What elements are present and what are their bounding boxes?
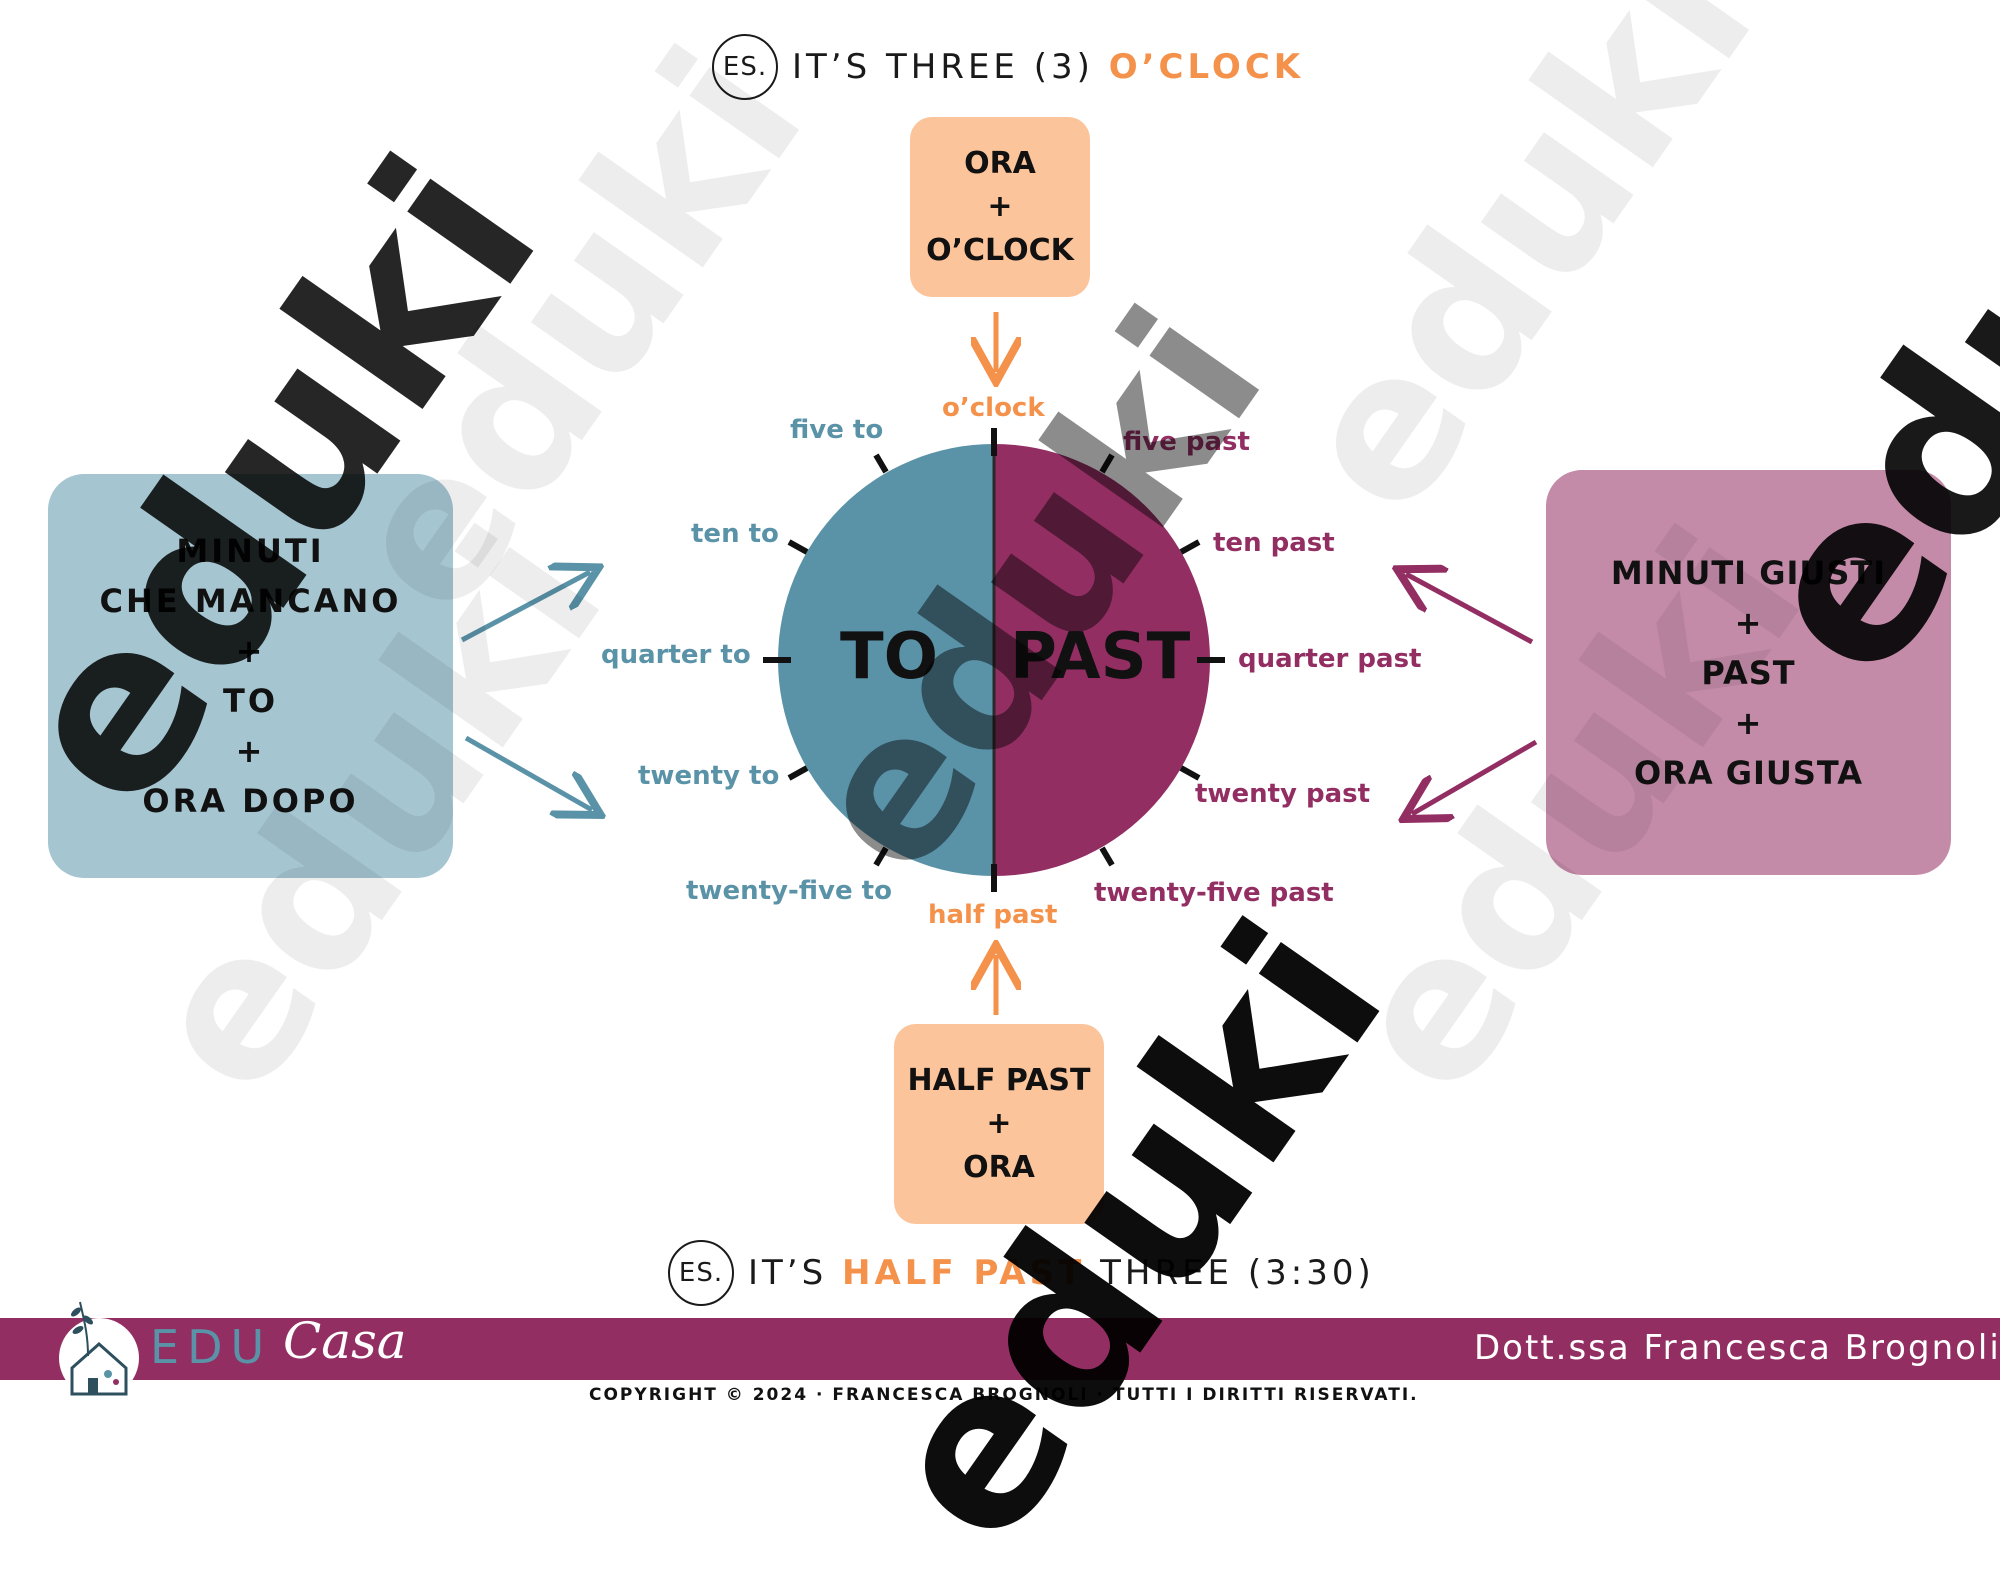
label-oclock: o’clock xyxy=(942,393,1045,423)
rule-line: ORA GIUSTA xyxy=(1633,753,1864,792)
example-text: THREE (3:30) xyxy=(1085,1253,1375,1293)
rule-line: + xyxy=(987,189,1013,225)
rule-line: ORA xyxy=(964,145,1036,181)
arrow-to-lower xyxy=(464,735,592,810)
label-twenty-to: twenty to xyxy=(638,761,780,791)
clock-ticks xyxy=(763,428,1225,892)
label-quarter-to: quarter to xyxy=(601,640,751,670)
label-ten-to: ten to xyxy=(691,519,779,549)
label-ten-past: ten past xyxy=(1213,528,1335,558)
half-past-rule-box: HALF PAST + ORA xyxy=(894,1024,1104,1224)
label-five-past: five past xyxy=(1123,427,1250,457)
past-half xyxy=(994,444,1210,876)
rule-line: + xyxy=(1734,603,1763,642)
past-rule-box: MINUTI GIUSTI + PAST + ORA GIUSTA xyxy=(1546,470,1951,875)
house-logo-icon xyxy=(59,1301,139,1398)
copyright: COPYRIGHT © 2024 · FRANCESCA BROGNOLI · … xyxy=(589,1385,1419,1405)
rule-line: + xyxy=(235,632,266,670)
example-highlight: O’CLOCK xyxy=(1108,47,1305,87)
rule-line: CHE MANCANO xyxy=(99,582,402,620)
rule-line: ORA DOPO xyxy=(142,782,359,820)
to-rule-box: MINUTI CHE MANCANO + TO + ORA DOPO xyxy=(48,474,453,878)
past-label: PAST xyxy=(1010,620,1191,694)
label-twenty-five-past: twenty-five past xyxy=(1094,878,1334,908)
rule-line: + xyxy=(1734,703,1763,742)
author-name: Dott.ssa Francesca Brognoli xyxy=(1474,1328,2000,1368)
label-twenty-five-to: twenty-five to xyxy=(686,876,892,906)
example-bottom: ES. IT’S HALF PAST THREE (3:30) xyxy=(668,1240,1375,1306)
es-badge: ES. xyxy=(668,1240,734,1306)
to-label: TO xyxy=(840,620,939,694)
rule-line: + xyxy=(235,732,266,770)
es-badge: ES. xyxy=(712,34,778,100)
label-half-past: half past xyxy=(928,900,1058,930)
label-five-to: five to xyxy=(790,415,884,445)
example-text: IT’S xyxy=(748,1253,842,1293)
to-half xyxy=(778,444,994,876)
logo-edu: EDU xyxy=(150,1320,273,1374)
clock-diagram xyxy=(460,312,1538,1015)
arrow-past-lower xyxy=(1412,739,1538,814)
label-quarter-past: quarter past xyxy=(1238,644,1422,674)
oclock-rule-box: ORA + O’CLOCK xyxy=(910,117,1090,297)
rule-line: HALF PAST xyxy=(907,1062,1091,1098)
rule-line: ORA xyxy=(963,1149,1035,1185)
rule-line: TO xyxy=(222,682,279,720)
example-top: ES. IT’S THREE (3) O’CLOCK xyxy=(712,34,1304,100)
rule-line: MINUTI GIUSTI xyxy=(1610,553,1887,592)
example-highlight: HALF PAST xyxy=(842,1253,1086,1293)
rule-line: O’CLOCK xyxy=(926,232,1074,268)
arrow-past-upper xyxy=(1406,574,1534,645)
rule-line: MINUTI xyxy=(176,532,325,570)
example-text: IT’S THREE (3) xyxy=(792,47,1109,87)
rule-line: + xyxy=(986,1106,1012,1142)
footer-bar xyxy=(0,1318,2000,1380)
logo-casa: Casa xyxy=(283,1312,407,1370)
label-twenty-past: twenty past xyxy=(1195,779,1371,809)
rule-line: PAST xyxy=(1701,653,1796,692)
arrow-to-upper xyxy=(460,572,590,643)
